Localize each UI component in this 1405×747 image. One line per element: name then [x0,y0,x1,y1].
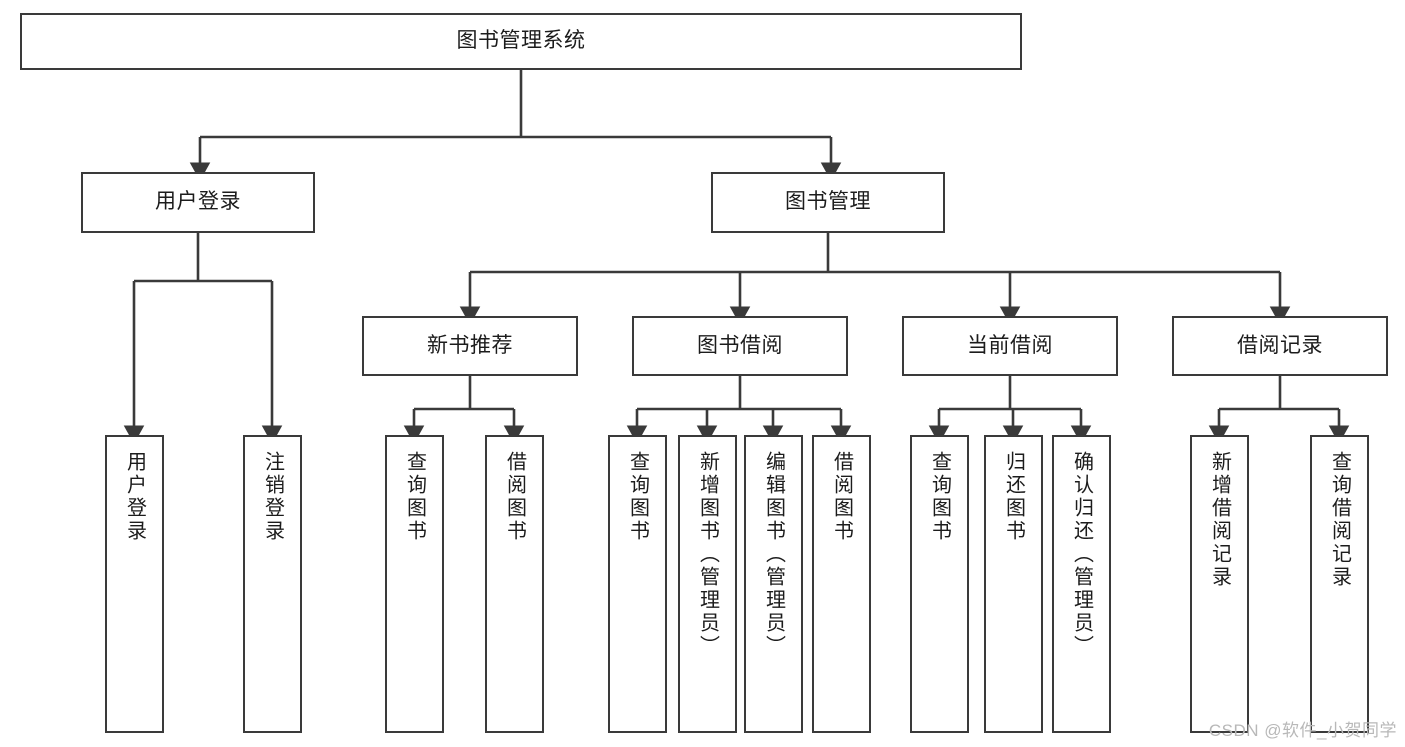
node-borrow-record-label: 借阅记录 [1237,333,1323,357]
node-leaf-add-record-label: 新增借阅记录 [1208,451,1231,589]
node-leaf-add-book[interactable]: 新增图书（管理员） [678,435,737,733]
node-leaf-query-book-br-label: 查询图书 [626,451,649,543]
node-leaf-add-book-label: 新增图书（管理员） [696,451,719,658]
node-book-borrow[interactable]: 图书借阅 [632,316,848,376]
node-book-manage-label: 图书管理 [785,190,871,214]
node-user-login-label: 用户登录 [155,190,241,214]
node-book-manage[interactable]: 图书管理 [711,172,945,233]
node-borrow-record[interactable]: 借阅记录 [1172,316,1388,376]
node-leaf-query-book-br[interactable]: 查询图书 [608,435,667,733]
node-new-book-rec[interactable]: 新书推荐 [362,316,578,376]
node-leaf-edit-book[interactable]: 编辑图书（管理员） [744,435,803,733]
node-leaf-user-login[interactable]: 用户登录 [105,435,164,733]
watermark-text: CSDN @软件_小贺同学 [1208,721,1397,740]
node-user-login[interactable]: 用户登录 [81,172,315,233]
node-new-book-rec-label: 新书推荐 [427,333,513,357]
node-leaf-query-book-cb-label: 查询图书 [928,451,951,543]
node-leaf-return-book-label: 归还图书 [1002,451,1025,543]
node-leaf-query-record-label: 查询借阅记录 [1328,451,1351,589]
node-leaf-confirm-return[interactable]: 确认归还（管理员） [1052,435,1111,733]
node-leaf-confirm-return-label: 确认归还（管理员） [1070,451,1093,658]
node-current-borrow[interactable]: 当前借阅 [902,316,1118,376]
node-leaf-borrow-book-rec[interactable]: 借阅图书 [485,435,544,733]
node-leaf-query-book-rec[interactable]: 查询图书 [385,435,444,733]
node-leaf-query-record[interactable]: 查询借阅记录 [1310,435,1369,733]
node-leaf-query-book-rec-label: 查询图书 [403,451,426,543]
node-leaf-borrow-book-br-label: 借阅图书 [830,451,853,543]
node-root-system[interactable]: 图书管理系统 [20,13,1022,70]
node-leaf-add-record[interactable]: 新增借阅记录 [1190,435,1249,733]
node-leaf-user-login-label: 用户登录 [123,451,146,543]
node-leaf-user-logout[interactable]: 注销登录 [243,435,302,733]
node-leaf-query-book-cb[interactable]: 查询图书 [910,435,969,733]
node-book-borrow-label: 图书借阅 [697,333,783,357]
node-leaf-return-book[interactable]: 归还图书 [984,435,1043,733]
node-leaf-borrow-book-br[interactable]: 借阅图书 [812,435,871,733]
node-root-label: 图书管理系统 [456,29,586,53]
node-current-borrow-label: 当前借阅 [967,333,1053,357]
node-leaf-borrow-book-rec-label: 借阅图书 [503,451,526,543]
node-leaf-edit-book-label: 编辑图书（管理员） [762,451,785,658]
node-leaf-user-logout-label: 注销登录 [261,451,284,543]
